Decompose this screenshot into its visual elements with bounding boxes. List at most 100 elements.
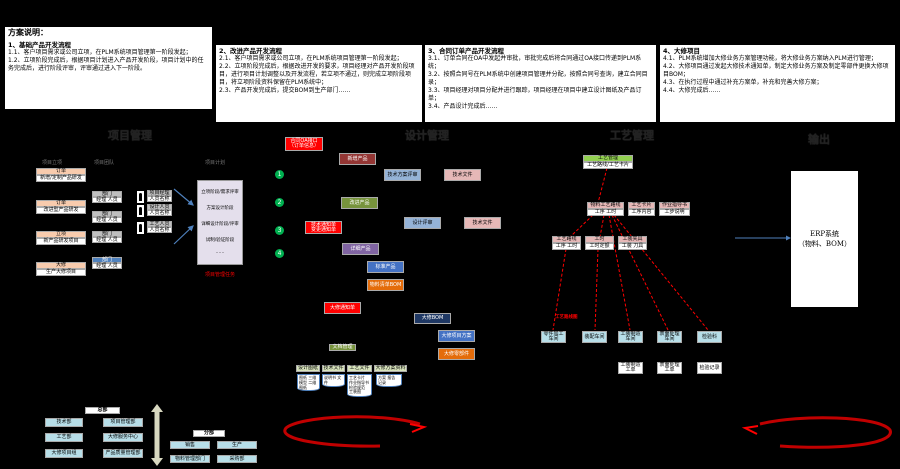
plan-stage[interactable]: 立项阶段/需求评审	[201, 190, 239, 195]
person-name[interactable]: 人员名称	[147, 196, 172, 202]
role-item[interactable]: 经理 人员	[92, 237, 122, 243]
document-icon[interactable]: 图纸 三维模型 二维图纸	[297, 374, 320, 391]
heading-design: 设计管理	[405, 129, 449, 142]
process-item[interactable]: 工序 工时	[587, 209, 624, 216]
person-name[interactable]: 人员名称	[147, 210, 172, 216]
hq-unit[interactable]: 大修服务中心	[103, 433, 143, 442]
note-line: 4.4、大修完成后……	[663, 87, 721, 94]
heading-output: 输出	[808, 133, 830, 146]
hq-unit[interactable]: 技术部	[45, 418, 83, 427]
detail-product[interactable]: 详细产品	[342, 243, 379, 255]
role-tag: 部门	[92, 211, 122, 217]
process-tag: 工装夹具	[618, 236, 647, 243]
process-item[interactable]: 工装 刀具	[618, 243, 647, 250]
workshop-order[interactable]: 检验记录	[697, 362, 722, 374]
change-product[interactable]: 改进产品	[341, 197, 378, 209]
person-name[interactable]: 人员名称	[147, 227, 172, 233]
notice[interactable]: 技术通知单 变更通知单	[305, 221, 342, 234]
col-label-initiation: 项目立项	[42, 160, 63, 166]
role-tag: 部门	[92, 231, 122, 237]
plan-stage[interactable]: 试制/验证阶段	[205, 238, 235, 243]
workshop[interactable]: 零件加工车间	[541, 331, 566, 343]
branch-unit[interactable]: 物料管理部门	[170, 455, 210, 463]
erp-system[interactable]: ERP系统 （物料、BOM）	[791, 171, 858, 307]
hq-unit[interactable]: 工艺部	[45, 433, 83, 442]
source-tag: 立项	[36, 231, 86, 238]
source-item[interactable]: 生产大修项目	[36, 269, 86, 276]
workshop[interactable]: 装配车间	[582, 331, 607, 343]
process-tag: 工时	[585, 236, 614, 243]
note-head: 1、基础产品开发流程	[8, 41, 72, 49]
std-product[interactable]: 标准产品	[367, 261, 404, 273]
col-label-plan: 项目计划	[205, 160, 226, 166]
heading-process: 工艺管理	[610, 129, 654, 142]
branch-unit[interactable]: 销售	[170, 441, 210, 449]
branch-unit[interactable]: 生产	[217, 441, 257, 449]
process-tag: 工艺路线	[552, 236, 581, 243]
role-item[interactable]: 经理 人员	[92, 263, 122, 269]
arrow	[173, 225, 194, 245]
arrow	[173, 188, 194, 206]
process-tag: 物料工艺路线	[587, 202, 624, 209]
plan-stage: ……	[215, 250, 225, 255]
bom-issue[interactable]: 物料清单BOM	[367, 279, 404, 291]
source-item[interactable]: 新增/定制产品研发	[36, 175, 86, 182]
tech-file[interactable]: 技术文件	[464, 217, 501, 229]
process-item[interactable]: 工序 工时	[552, 243, 581, 250]
document-icon[interactable]: 方案 报告 记录	[376, 374, 402, 387]
oa-interface[interactable]: 合同OA接口 （订单信息）	[285, 137, 323, 151]
notes-title: 方案说明：	[8, 28, 48, 37]
doc-management[interactable]: 文档管理	[329, 344, 356, 351]
workshop[interactable]: 表面处理车间	[657, 331, 682, 343]
role-item[interactable]: 经理 人员	[92, 217, 122, 223]
hq-unit[interactable]: 大修项目组	[45, 449, 83, 458]
process-item[interactable]: 工步说明	[659, 209, 690, 216]
document-icon[interactable]: 说明书 文件	[322, 374, 345, 387]
note-section-1: 方案说明： 1、基础产品开发流程 1.1、客户项目需求或公司立项，在PLM系统项…	[5, 27, 212, 109]
note-line: 2.1、客户项目需求或公司立项，在PLM系统项目管理第一阶段发起；	[219, 55, 403, 62]
person-role: 设计人员	[147, 204, 172, 210]
repair-notice[interactable]: 大修通知单	[324, 302, 361, 314]
note-line: 4.3、在执行过程中通过补充方案单，补充和完善大修方案；	[663, 79, 823, 86]
doc-tag: 技术文件	[322, 365, 345, 372]
note-head: 3、合同订单产品开发流程	[428, 47, 505, 55]
new-product[interactable]: 新增产品	[339, 153, 376, 165]
repair-parts[interactable]: 大修零部件	[438, 348, 475, 360]
person-role: 项目经理	[147, 190, 172, 196]
role-item[interactable]: 经理 人员	[92, 197, 122, 203]
branch-label: 分部	[193, 430, 225, 437]
process-top-tag: 工艺管理	[583, 155, 633, 162]
tech-doc[interactable]: 技术文件	[444, 169, 481, 181]
plan-stage[interactable]: 详细设计阶段/评审	[201, 222, 239, 227]
branch-unit[interactable]: 采购部	[217, 455, 257, 463]
source-item[interactable]: 新产品研发项目	[36, 238, 86, 245]
step-circle: 4	[275, 249, 284, 258]
workshop[interactable]: 检验科	[697, 331, 722, 343]
person-icon	[137, 191, 144, 203]
note-line: 1.2、立项阶段完成后，根据项目计划进入产品开发阶段，项目计划中的任务完成后，进…	[8, 57, 204, 72]
plan-stage[interactable]: 方案设计阶段	[206, 206, 234, 211]
note-head: 2、改进产品开发流程	[219, 47, 283, 55]
note-line: 4.1、PLM系统增加大修业务方案管理功能，将大修业务方案纳入PLM进行管理；	[663, 55, 877, 62]
repair-plan[interactable]: 大修项目方案	[438, 330, 475, 342]
process-item[interactable]: 工序内容	[628, 209, 655, 216]
tech-review[interactable]: 技术方案评审	[384, 169, 421, 181]
source-item[interactable]: 改进型产品研发	[36, 207, 86, 214]
hq-unit[interactable]: 产品质量管理部	[103, 449, 143, 458]
document-icon[interactable]: 工艺卡片 作业指导书 检验规范 工装图	[347, 374, 372, 397]
workshop-order[interactable]: 表面处理工单	[657, 362, 682, 374]
project-plan-panel: 立项阶段/需求评审 方案设计阶段 详细设计阶段/评审 试制/验证阶段 ……	[197, 180, 243, 265]
route-label: 工艺路线图	[555, 315, 578, 320]
process-item[interactable]: 工时定额	[585, 243, 614, 250]
hq-unit[interactable]: 项目管理部	[103, 418, 143, 427]
step-circle: 1	[275, 170, 284, 179]
process-top[interactable]: 工艺路线/工艺卡片	[583, 162, 633, 169]
process-tag: 作业指导书	[659, 202, 690, 209]
workshop-order[interactable]: 工装制造工单	[618, 362, 643, 374]
repair-bom[interactable]: 大修BOM	[414, 313, 451, 324]
source-tag: 订单	[36, 200, 86, 207]
cycle-arrows	[283, 415, 892, 449]
design-review[interactable]: 设计评审	[404, 217, 441, 229]
workshop[interactable]: 工装制造车间	[618, 331, 643, 343]
